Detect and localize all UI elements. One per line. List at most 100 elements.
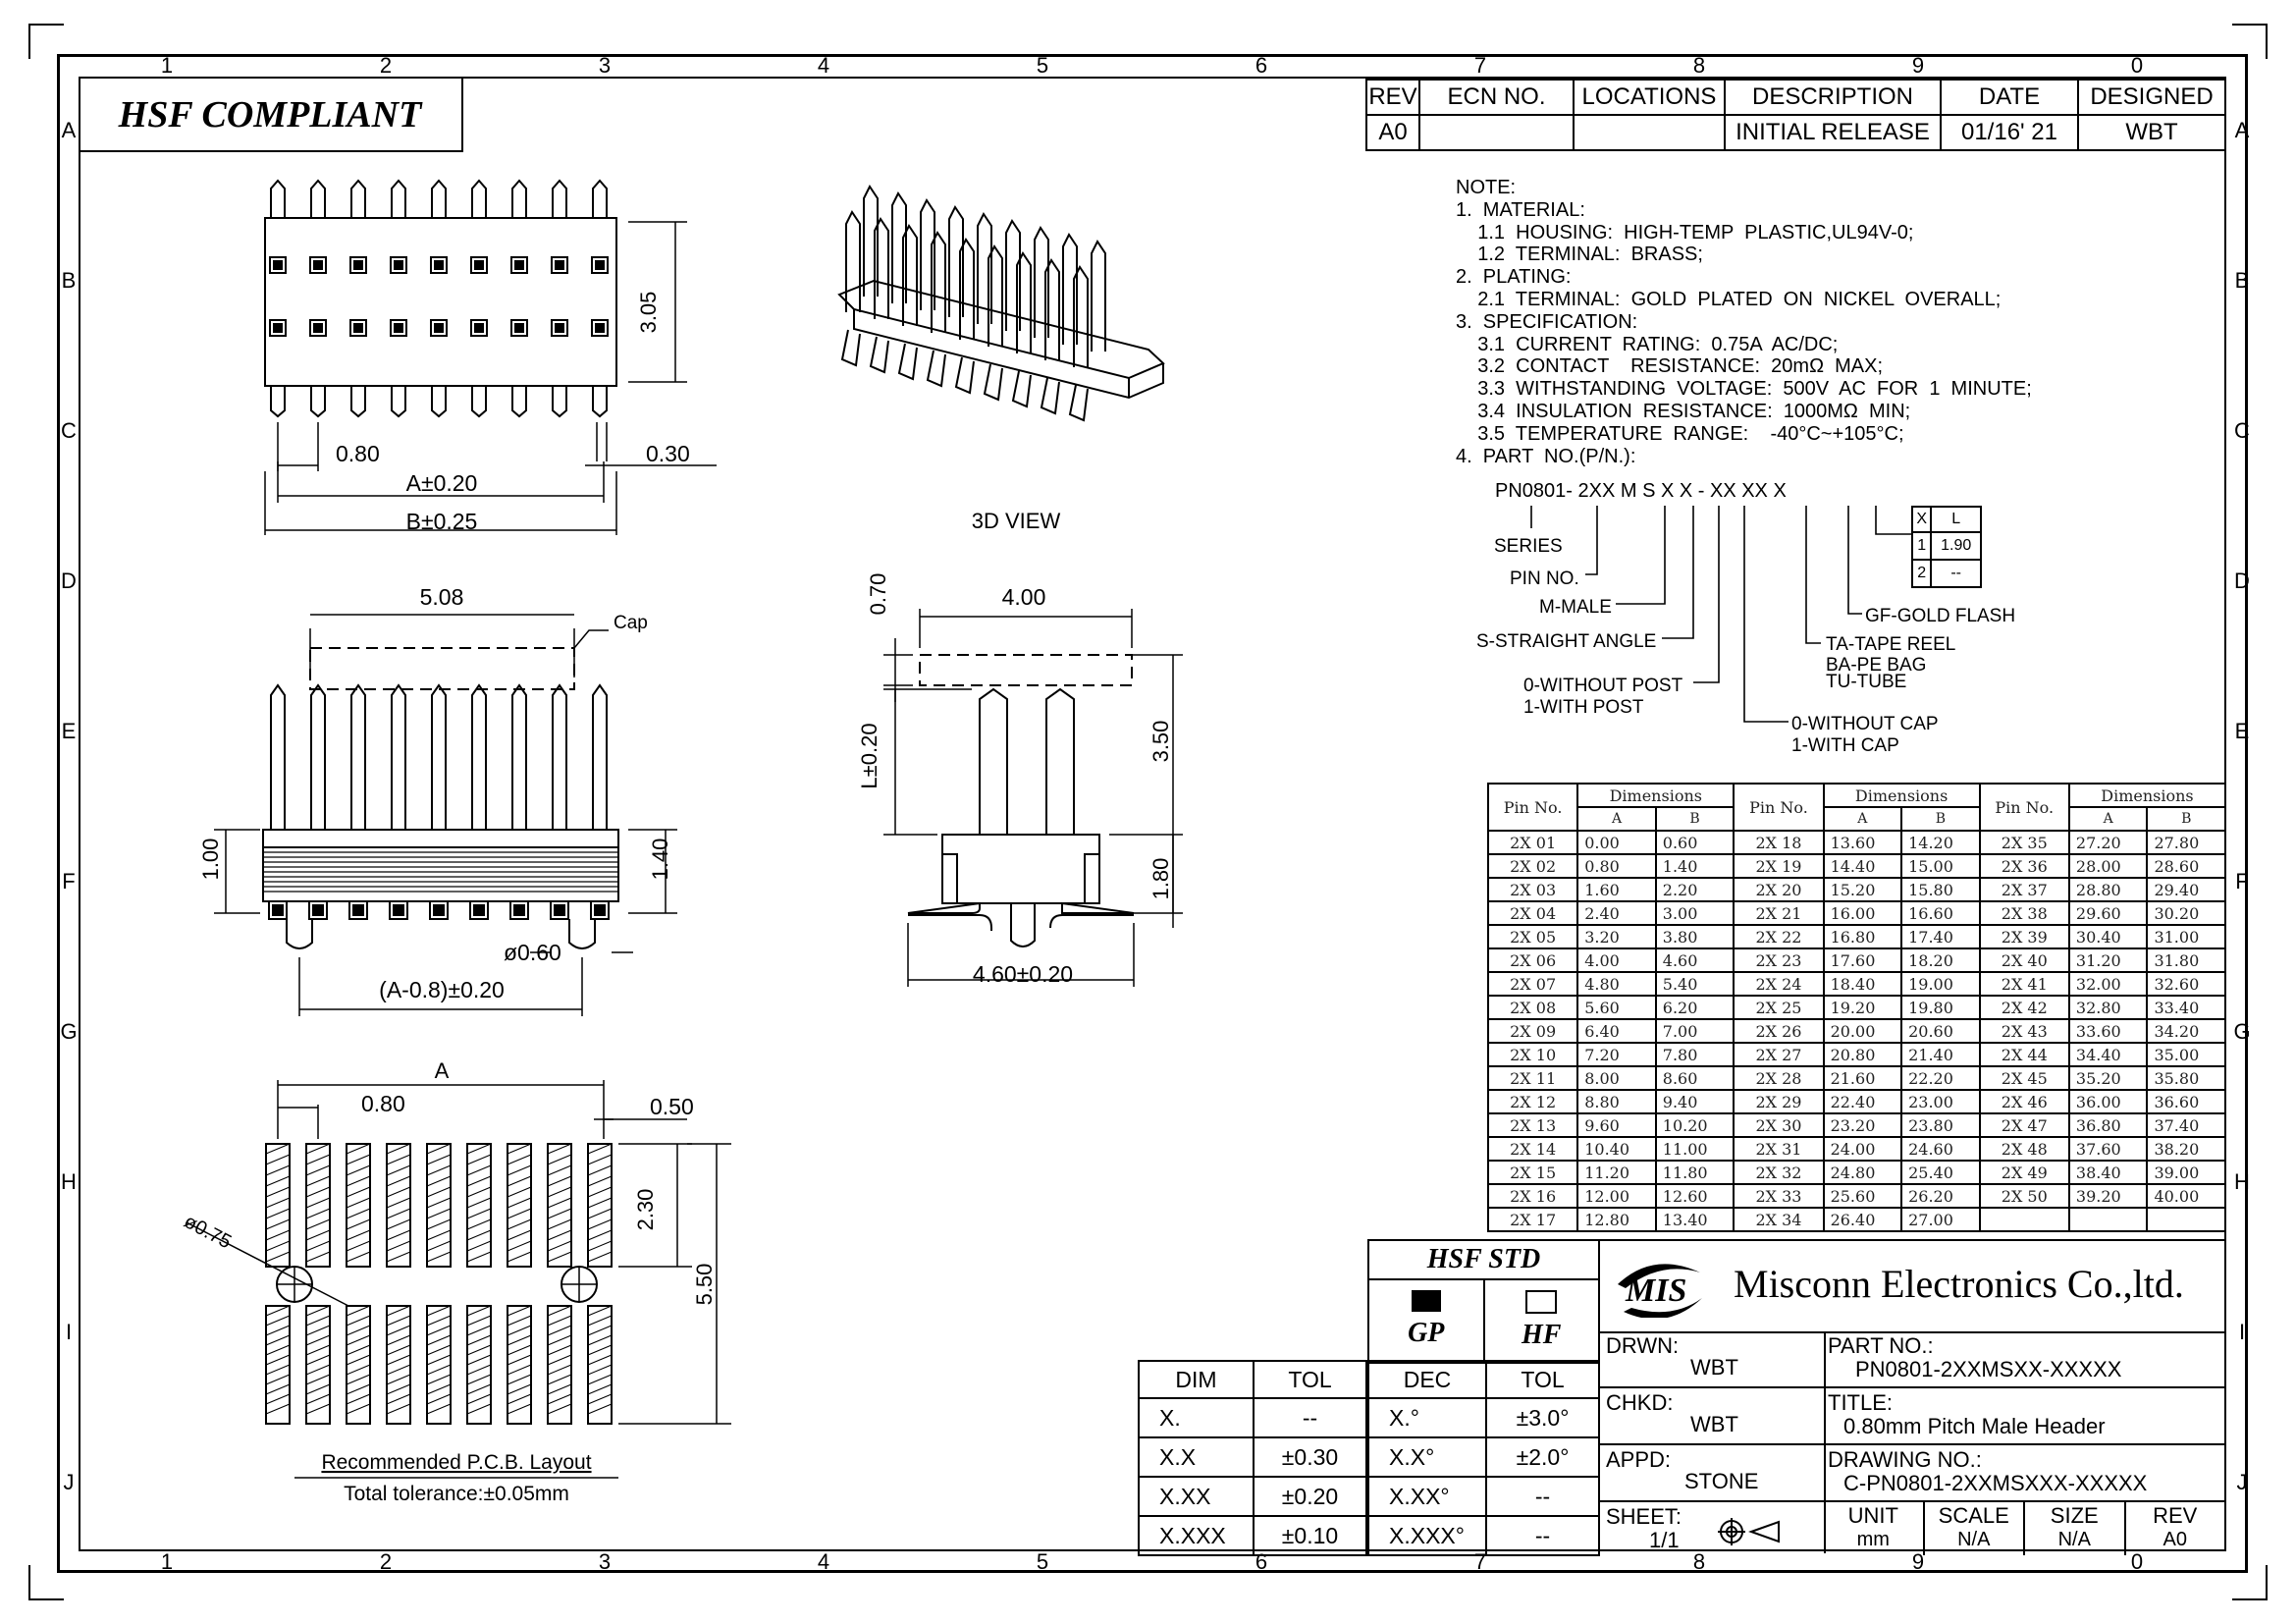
dimension-cell: 22.40 xyxy=(1822,1089,1903,1114)
dimension-cell: 15.00 xyxy=(1900,853,1981,879)
front-pin-foot-core xyxy=(393,904,404,916)
front-pin-foot-core xyxy=(554,904,565,916)
front-pin-foot-core xyxy=(594,904,606,916)
dimension-cell: 30.40 xyxy=(2067,924,2149,949)
pin-no-cell: 2X 27 xyxy=(1733,1042,1825,1067)
size-label: SIZE xyxy=(2050,1503,2099,1528)
pcb-pad-hatch xyxy=(265,1218,291,1230)
iso-pin-front xyxy=(959,238,975,340)
pcb-pad-hatch xyxy=(466,1374,492,1385)
x-l-table: X L 1 1.90 2 -- xyxy=(1910,506,1982,588)
pin-no-cell: 2X 11 xyxy=(1486,1065,1579,1091)
l-cell: -- xyxy=(1930,559,1982,588)
pcb-pad-hatch xyxy=(426,1374,452,1385)
front-housing-body xyxy=(262,846,619,902)
zone-row-letter: A xyxy=(2234,118,2250,142)
pcb-pad-hatch xyxy=(426,1393,452,1405)
pin-no-cell: 2X 38 xyxy=(1978,900,2070,926)
note-line: 3.2 CONTACT RESISTANCE: 20mΩ MAX; xyxy=(1456,355,1884,378)
pin-no-cell: 2X 28 xyxy=(1733,1065,1825,1091)
pcb-pad-hatch xyxy=(265,1334,291,1346)
pcb-pad-hatch xyxy=(265,1240,291,1252)
top-pin-square xyxy=(510,319,528,337)
zone-column-number: 2 xyxy=(379,1549,393,1574)
pcb-pad-hatch xyxy=(466,1383,492,1395)
pcb-pad-hatch xyxy=(587,1403,613,1415)
rev-label: REV xyxy=(2153,1503,2198,1528)
pcb-pad-top xyxy=(426,1143,452,1268)
locations-cell xyxy=(1573,114,1726,151)
dimension-cell: 9.60 xyxy=(1576,1112,1657,1138)
pin-no-cell: 2X 23 xyxy=(1733,947,1825,973)
pcb-pad-hatch xyxy=(265,1325,291,1336)
angle-row: X.XXX°-- xyxy=(1367,1515,1600,1556)
top-pin-square xyxy=(309,319,327,337)
angle-tol-cell: -- xyxy=(1485,1476,1600,1517)
pin-no-cell: 2X 31 xyxy=(1733,1136,1825,1162)
dimension-cell: 29.60 xyxy=(2067,900,2149,926)
iso-pin-lead xyxy=(926,350,946,388)
top-pin-core xyxy=(514,260,524,270)
dimension-cell: 39.20 xyxy=(2067,1183,2149,1209)
top-pin-core xyxy=(555,260,564,270)
pcb-pad-hatch xyxy=(346,1403,371,1415)
pcb-pad-hatch xyxy=(346,1354,371,1366)
pin-no-header: Pin No. xyxy=(1978,783,2070,832)
l-header: L xyxy=(1930,506,1982,533)
note-line: 3.5 TEMPERATURE RANGE: -40°C~+105°C; xyxy=(1456,422,1904,445)
pin-no-cell: 2X 21 xyxy=(1733,900,1825,926)
pcb-pad-hatch xyxy=(587,1240,613,1252)
top-pin-core xyxy=(313,260,323,270)
pcb-pad-hatch xyxy=(507,1164,532,1176)
col-b-header: B xyxy=(1900,806,1981,832)
dimension-cell: 4.80 xyxy=(1576,971,1657,997)
side-housing-step xyxy=(1084,853,1099,903)
front-pin-foot-core xyxy=(352,904,364,916)
pcb-pad-hatch xyxy=(587,1197,613,1209)
pcb-pad-hatch xyxy=(466,1393,492,1405)
pcb-pad-hatch xyxy=(305,1403,331,1415)
note-line: NOTE: xyxy=(1456,177,1517,198)
pcb-pad-hatch xyxy=(386,1175,411,1187)
pcb-pad-hatch xyxy=(386,1218,411,1230)
top-pin-square xyxy=(430,319,448,337)
pcb-pad-top xyxy=(587,1143,613,1268)
pcb-pad-hatch xyxy=(346,1305,371,1317)
front-pin xyxy=(270,683,286,830)
pcb-pad-hatch xyxy=(547,1334,572,1346)
x-l-row: 1 1.90 xyxy=(1910,531,1982,561)
note-line: 2.1 TERMINAL: GOLD PLATED ON NICKEL OVER… xyxy=(1456,288,2002,310)
scale-label: SCALE xyxy=(1938,1503,2009,1528)
pin-no-cell: 2X 42 xyxy=(1978,995,2070,1020)
pcb-pad-hatch xyxy=(346,1251,371,1263)
pcb-pad-hatch xyxy=(547,1154,572,1165)
pcb-pad-hatch xyxy=(507,1218,532,1230)
label-l-tol: L±0.20 xyxy=(857,723,881,788)
zone-row-letter: A xyxy=(61,118,77,142)
pcb-pad-hatch xyxy=(386,1325,411,1336)
part-code-pattern: PN0801- 2XX M S X X - XX XX X xyxy=(1495,480,1787,502)
label-a-tol: A±0.20 xyxy=(406,470,478,496)
top-pin-tail xyxy=(471,386,487,418)
note-line: 1.1 HOUSING: HIGH-TEMP PLASTIC,UL94V-0; xyxy=(1456,221,1914,244)
side-housing xyxy=(941,834,1100,904)
dimension-line xyxy=(186,1221,349,1307)
code-gold-flash: GF-GOLD FLASH xyxy=(1865,606,2015,626)
dimension-cell: 17.40 xyxy=(1900,924,1981,949)
pin-no-header: Pin No. xyxy=(1733,783,1825,832)
pcb-pad-hatch xyxy=(587,1393,613,1405)
dimension-cell: 36.80 xyxy=(2067,1112,2149,1138)
col-b-header: B xyxy=(1654,806,1735,832)
iso-pin-lead xyxy=(1011,370,1032,408)
top-pin-square xyxy=(470,319,488,337)
pcb-pad-hatch xyxy=(587,1344,613,1356)
part-code-diagram: PN0801- 2XX M S X X - XX XX X SERIES PIN… xyxy=(1476,480,2015,756)
tol-cell: ±0.10 xyxy=(1253,1515,1367,1556)
ecn-cell xyxy=(1418,114,1575,151)
pin-no-cell: 2X 06 xyxy=(1486,947,1579,973)
drwn-label: DRWN: xyxy=(1606,1333,1680,1358)
top-pin-tail xyxy=(592,386,608,418)
pcb-pad-hatch xyxy=(466,1143,492,1155)
pcb-pad-hatch xyxy=(265,1374,291,1385)
